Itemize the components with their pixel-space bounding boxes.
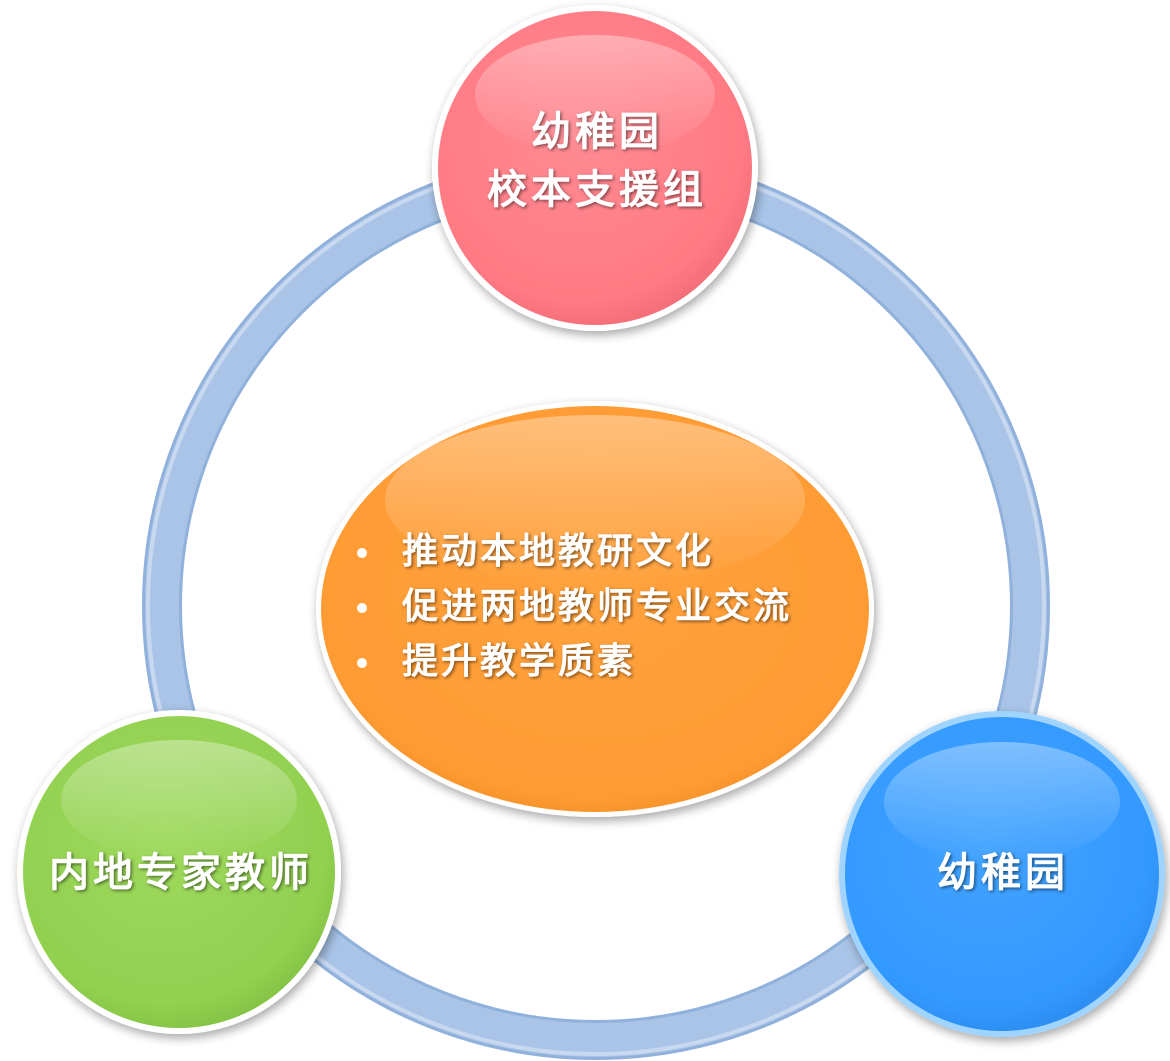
node-kindergarten: 幼稚园: [839, 711, 1165, 1037]
top-node-line1: 幼稚园: [531, 108, 663, 155]
node-kindergarten-support-group: 幼稚园 校本支援组: [432, 5, 758, 331]
left-node-label: 内地专家教师: [49, 849, 313, 896]
goal-item-2: 促进两地教师专业交流: [401, 585, 792, 627]
node-mainland-expert-teachers: 内地专家教师: [17, 710, 341, 1034]
bullet-dot-2: [357, 603, 367, 613]
top-node-line2: 校本支援组: [487, 166, 707, 213]
right-node-label: 幼稚园: [937, 849, 1069, 896]
center-goals: 推动本地教研文化 促进两地教师专业交流 提升教学质素: [316, 401, 874, 817]
bullet-dot-3: [357, 658, 367, 668]
goal-item-3: 提升教学质素: [402, 640, 636, 682]
goal-item-1: 推动本地教研文化: [402, 530, 714, 572]
bullet-dot-1: [357, 548, 367, 558]
